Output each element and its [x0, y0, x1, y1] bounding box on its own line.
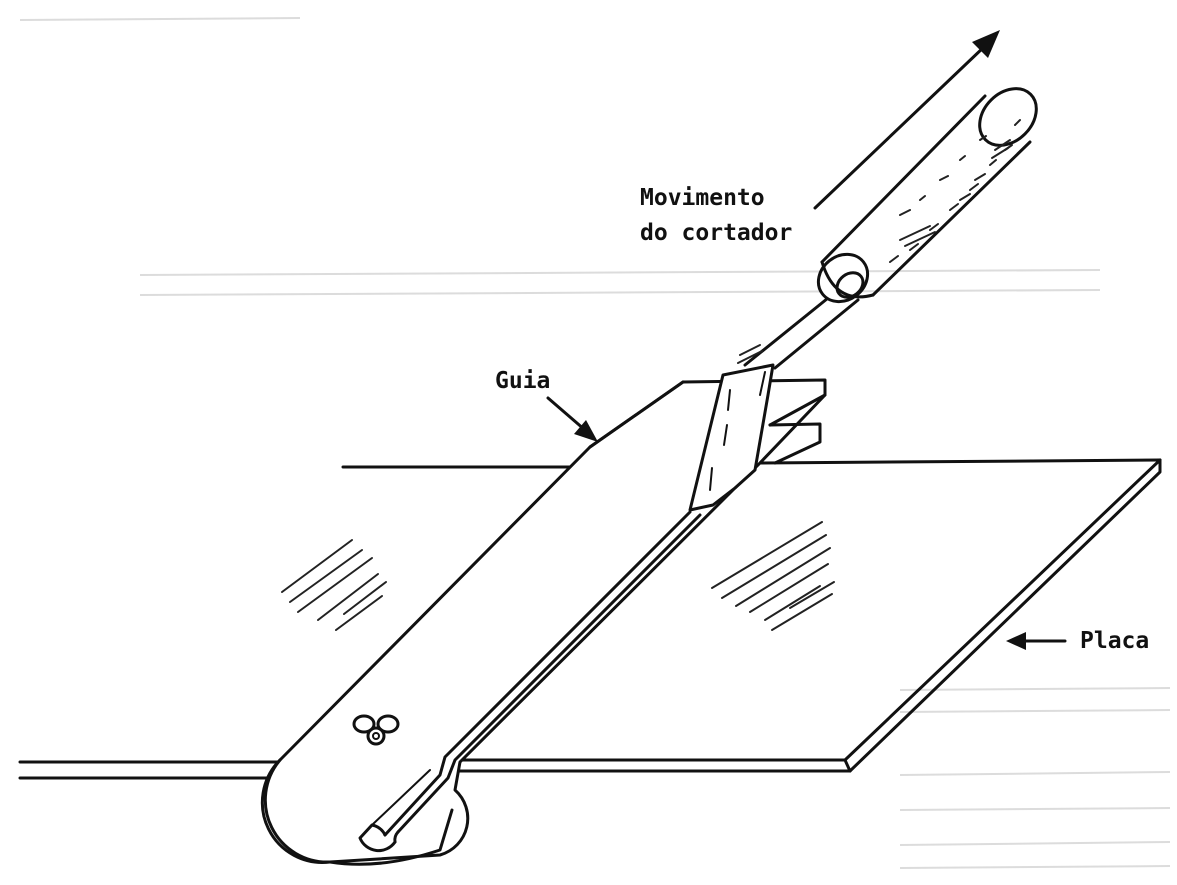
guia-arrow: [546, 396, 598, 442]
label-guia: Guia: [495, 368, 550, 394]
placa-arrow: [1006, 632, 1067, 650]
surface-hatching-right: [711, 521, 835, 631]
board-placa: [18, 458, 1162, 780]
motion-arrow: [813, 30, 1000, 210]
scan-bleed-marks: [19, 17, 1171, 869]
wing-nut: [352, 714, 400, 746]
label-movimento-line1: Movimento: [640, 185, 765, 211]
cutter-handle: [820, 87, 1038, 299]
surface-hatching-left: [281, 539, 387, 631]
label-movimento-line2: do cortador: [640, 220, 792, 246]
label-placa: Placa: [1080, 628, 1149, 654]
guide-guia: [260, 378, 827, 866]
cutter-tool: [688, 87, 1038, 512]
